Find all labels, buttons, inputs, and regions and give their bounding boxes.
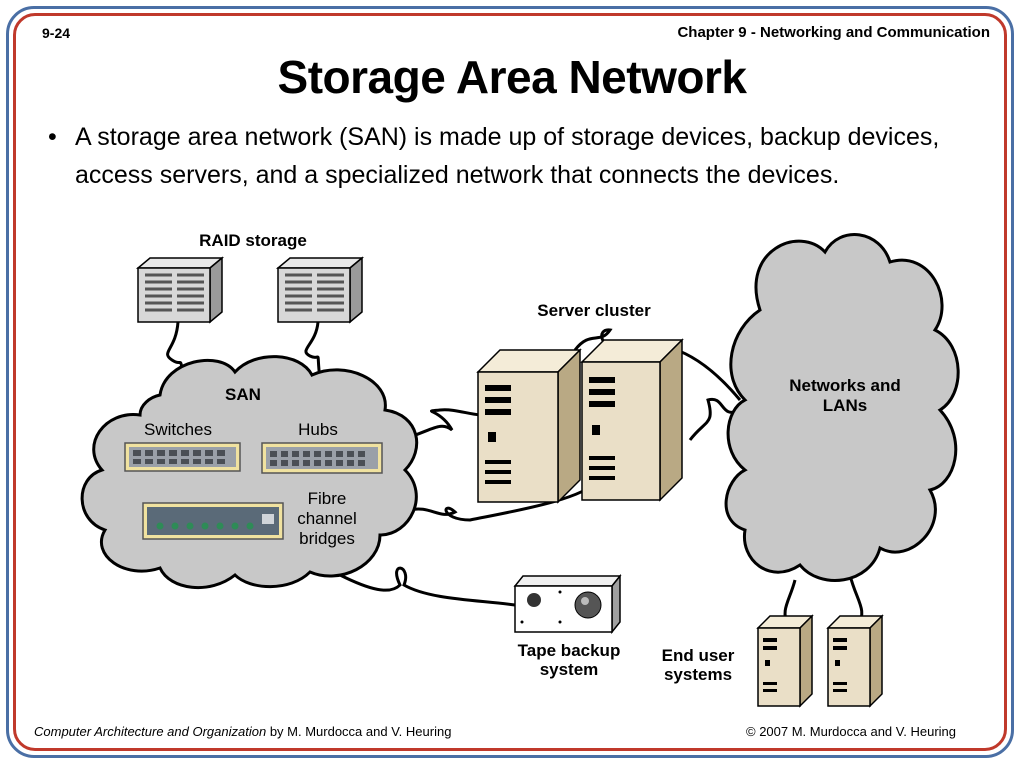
tape-backup-icon (513, 573, 622, 635)
footer-copyright: © 2007 M. Murdocca and V. Heuring (746, 724, 956, 739)
chapter-title: Chapter 9 - Networking and Communication (677, 24, 990, 41)
bullet-dot: • (48, 123, 57, 151)
cable-server-network2 (688, 397, 741, 441)
networks-cloud: Networks and LANs (724, 233, 960, 582)
bullet-point: • A storage area network (SAN) is made u… (48, 118, 978, 194)
fibre-bridge-device-icon (142, 502, 284, 540)
fibre-label-line2: channel (297, 509, 357, 528)
san-cloud: SAN Switches Hubs Fibre channel bridges (80, 355, 419, 590)
footer-authors: by M. Murdocca and V. Heuring (266, 724, 452, 739)
raid-storage-unit-1-icon (135, 256, 225, 324)
end-user-label-line1: End user (662, 646, 735, 665)
cable-raid2-san (304, 321, 322, 381)
raid-storage-unit-2-icon (275, 256, 365, 324)
slide-title: Storage Area Network (277, 51, 747, 103)
fibre-label-line3: bridges (299, 529, 355, 548)
cable-san-tape (339, 566, 516, 607)
hub-device-icon (261, 442, 383, 474)
end-user-pc-2-icon (826, 614, 884, 708)
end-user-label-line2: systems (664, 665, 732, 684)
slide-frame-inner (13, 13, 1007, 751)
bullet-text: A storage area network (SAN) is made up … (75, 123, 940, 189)
networks-label-line1: Networks and (789, 376, 900, 395)
slide-number: 9-24 (42, 25, 71, 41)
san-label: SAN (225, 385, 261, 404)
tape-backup-label-line1: Tape backup (518, 641, 621, 660)
footer-book-credit: Computer Architecture and Organization b… (34, 724, 451, 739)
fibre-label-line1: Fibre (308, 489, 347, 508)
server-1-icon (476, 348, 582, 504)
networks-label-line2: LANs (823, 396, 867, 415)
footer-book-title: Computer Architecture and Organization (34, 724, 267, 739)
raid-storage-label: RAID storage (199, 231, 307, 250)
slide-frame-outer (6, 6, 1014, 758)
switches-label: Switches (144, 420, 212, 439)
switch-device-icon (124, 442, 241, 472)
end-user-pc-1-icon (756, 614, 814, 708)
hubs-label: Hubs (298, 420, 338, 439)
cable-san-server1 (399, 408, 491, 442)
tape-backup-label-line2: system (540, 660, 599, 679)
server-cluster-label: Server cluster (537, 301, 651, 320)
server-2-icon (580, 338, 684, 502)
